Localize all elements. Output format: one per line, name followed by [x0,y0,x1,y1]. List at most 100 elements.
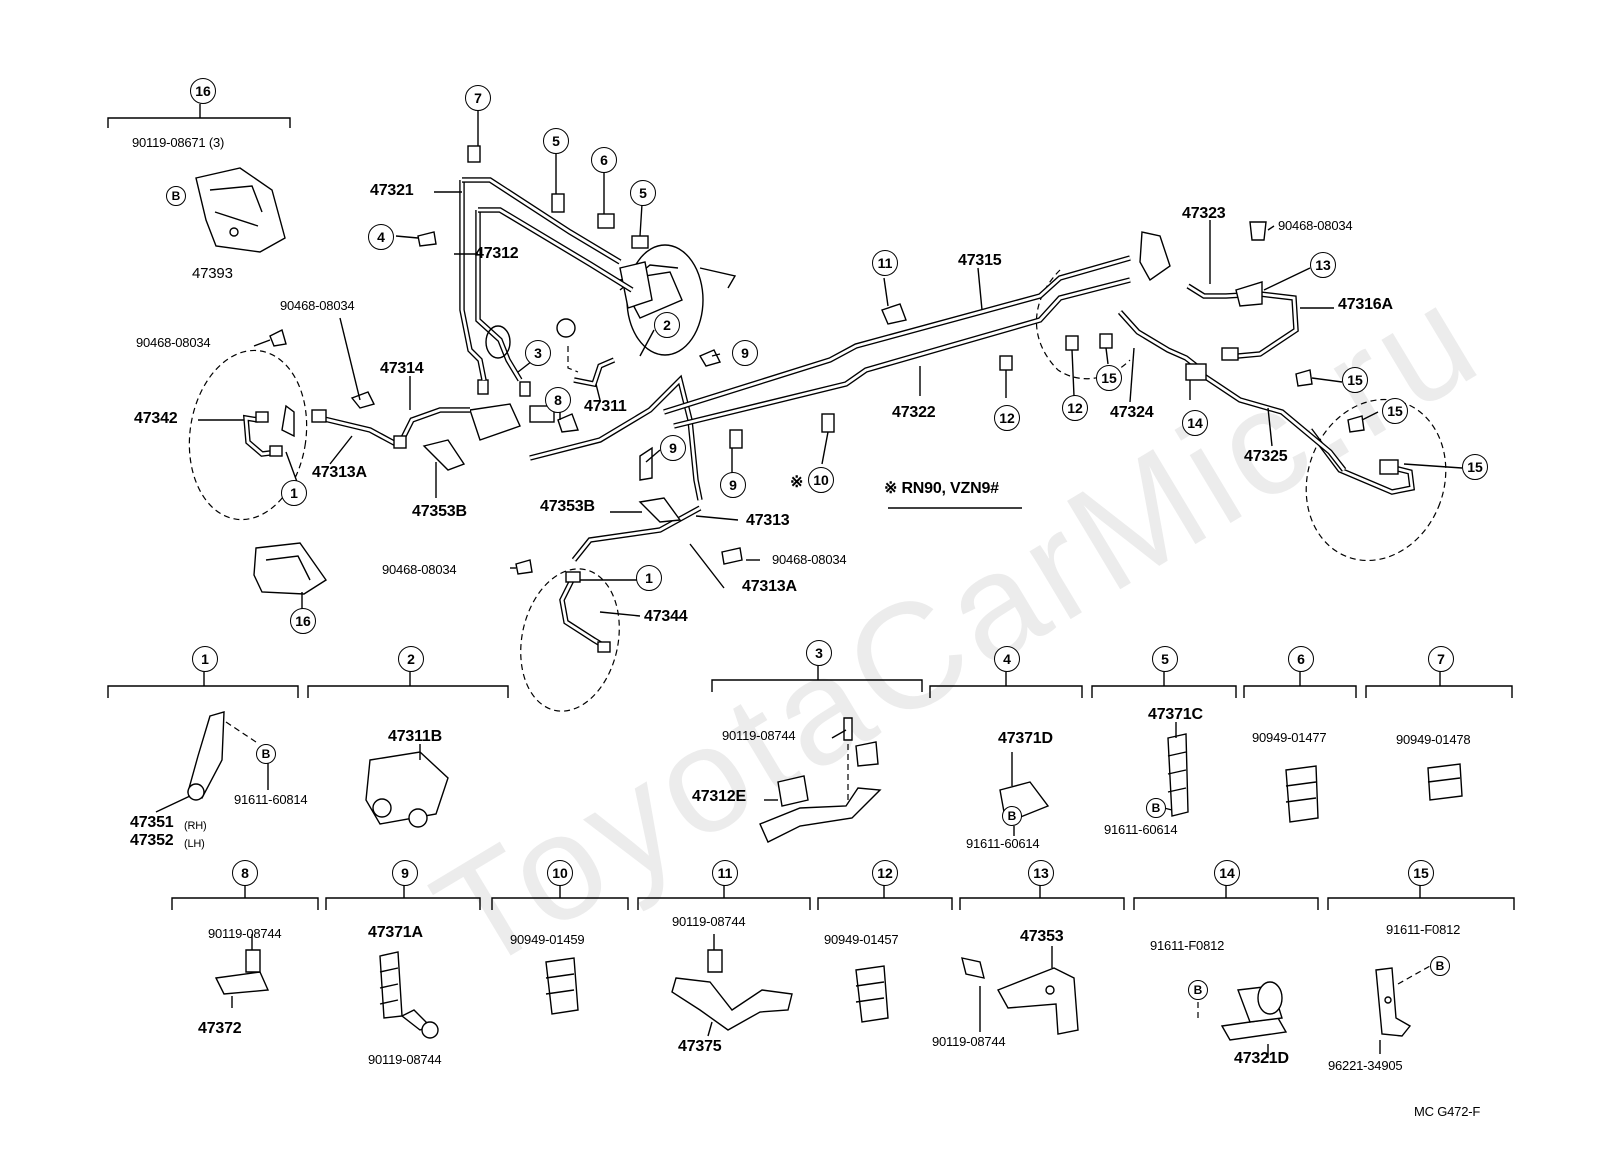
bolt-marker-15: B [1430,956,1450,976]
master-cylinder [556,244,737,356]
d4-label-91611-60614: 91611-60614 [966,836,1040,851]
detail-part-10 [545,957,579,1015]
callout-4: 4 [368,224,394,250]
callout-15d: 15 [1462,454,1488,480]
pipe-47321 [459,177,634,382]
d9-label-47371A: 47371A [368,924,423,941]
proportioning-valve [469,379,555,441]
callout-11: 11 [872,250,898,276]
callout-14: 14 [1182,410,1208,436]
detail-callout-12: 12 [872,860,898,886]
detail-callout-5: 5 [1152,646,1178,672]
d3-label-90119-08744: 90119-08744 [722,728,796,743]
note-models: ※ RN90, VZN9# [884,480,999,497]
d8-label-90119-08744: 90119-08744 [208,926,282,941]
d1-label-47352: 47352 [130,832,174,849]
detail-callout-6: 6 [1288,646,1314,672]
detail-part-11 [671,934,793,1037]
detail-callout-4: 4 [994,646,1020,672]
d15-label-91611-F0812: 91611-F0812 [1386,922,1461,937]
callout-12a: 12 [994,405,1020,431]
label-47322: 47322 [892,404,936,421]
callout-7: 7 [465,85,491,111]
callout-9c: 9 [720,472,746,498]
part-bracket-16-lower [253,542,327,610]
d2-label-47311B: 47311B [388,728,442,745]
label-47393: 47393 [192,265,233,282]
d1-label-47351: 47351 [130,814,174,831]
d11-label-90119-08744: 90119-08744 [672,914,746,929]
callout-13: 13 [1310,252,1336,278]
label-47353B-left: 47353B [412,503,467,520]
label-47313: 47313 [746,512,790,529]
label-47344: 47344 [644,608,688,625]
d12-label-90949-01457: 90949-01457 [824,932,899,947]
label-90468-a: 90468-08034 [280,298,355,313]
brake-disc-rear [1305,398,1447,562]
label-47316A: 47316A [1338,296,1393,313]
callout-3: 3 [525,340,551,366]
d15-label-96221-34905: 96221-34905 [1328,1058,1403,1073]
callout-5a: 5 [543,128,569,154]
d7-label-90949-01478: 90949-01478 [1396,732,1471,747]
d9-label-90119-08744: 90119-08744 [368,1052,442,1067]
label-47324: 47324 [1110,404,1154,421]
callout-15b: 15 [1342,367,1368,393]
label-90468-e: 90468-08034 [1278,218,1353,233]
d5-label-47371C: 47371C [1148,706,1203,723]
d1-label-lh: (LH) [184,838,205,850]
detail-part-13 [961,946,1079,1035]
callout-9a: 9 [732,340,758,366]
label-47315: 47315 [958,252,1002,269]
label-47311: 47311 [584,398,627,415]
detail-part-5 [1163,722,1189,817]
d13-label-47353: 47353 [1020,928,1064,945]
callout-5b: 5 [630,180,656,206]
detail-part-7 [1427,763,1463,801]
detail-callout-13: 13 [1028,860,1054,886]
bolt-marker-16: B [166,186,186,206]
detail-callout-3: 3 [806,640,832,666]
detail-callout-11: 11 [712,860,738,886]
brake-disc-center [520,568,620,712]
bolt-marker-1: B [256,744,276,764]
d1-label-rh: (RH) [184,820,207,832]
detail-callout-8: 8 [232,860,258,886]
callout-6: 6 [591,147,617,173]
callout-12b: 12 [1062,395,1088,421]
bolt-marker-5: B [1146,798,1166,818]
detail-part-14 [1197,981,1288,1058]
callout-1a: 1 [281,480,307,506]
label-47342: 47342 [134,410,178,427]
label-47323: 47323 [1182,205,1226,222]
detail-part-15 [1375,965,1431,1054]
diagram-code: MC G472-F [1414,1104,1481,1119]
callout-8: 8 [545,387,571,413]
d14-label-47321D: 47321D [1234,1050,1289,1067]
callout-16-top: 16 [190,78,216,104]
callout-2: 2 [654,312,680,338]
small-clips [269,145,1365,575]
label-47321: 47321 [370,182,414,199]
label-90468-c: 90468-08034 [382,562,457,577]
d14-label-91611-F0812: 91611-F0812 [1150,938,1225,953]
callout-1b: 1 [636,565,662,591]
callout-9b: 9 [660,435,686,461]
label-47325: 47325 [1244,448,1288,465]
brake-disc-left [188,349,308,521]
label-47313A-center: 47313A [742,578,797,595]
label-47314: 47314 [380,360,424,377]
detail-callout-1: 1 [192,646,218,672]
callout-10: 10 [808,467,834,493]
detail-part-1 [155,711,269,813]
detail-part-8 [214,934,270,1008]
label-47313A-left: 47313A [312,464,367,481]
detail-part-9 [379,951,439,1039]
label-90468-d: 90468-08034 [772,552,847,567]
d8-label-47372: 47372 [198,1020,242,1037]
label-47353B-center: 47353B [540,498,595,515]
detail-callout-7: 7 [1428,646,1454,672]
detail-callout-10: 10 [547,860,573,886]
d5-label-91611-60614: 91611-60614 [1104,822,1178,837]
